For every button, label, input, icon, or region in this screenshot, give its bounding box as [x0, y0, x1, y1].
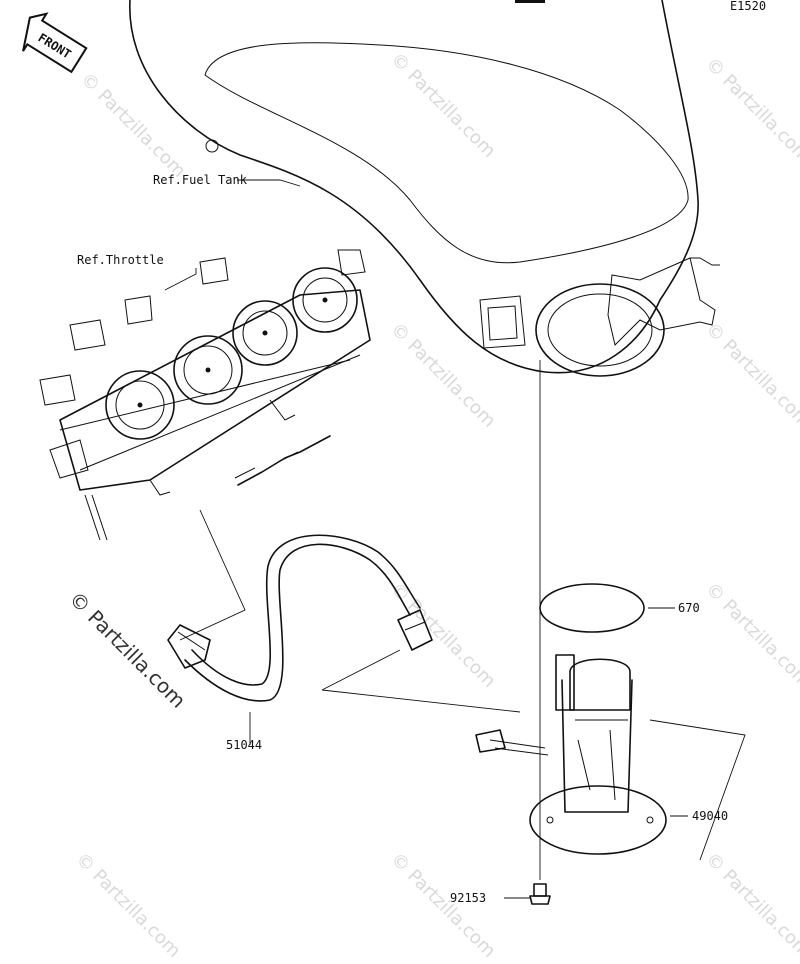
watermark: © Partzilla.com [701, 319, 800, 432]
label-hose: 51044 [226, 738, 262, 752]
watermark: © Partzilla.com [701, 579, 800, 692]
figure-code: E1520 [730, 0, 766, 13]
fuel-pump [475, 654, 667, 855]
watermark: © Partzilla.com [76, 69, 189, 182]
label-gasket: 670 [678, 601, 700, 615]
front-arrow-icon: FRONT [22, 12, 88, 74]
bolt [529, 883, 551, 905]
fuel-tank [129, 0, 720, 377]
watermark: © Partzilla.com [386, 49, 499, 162]
leader-lines [164, 179, 746, 899]
throttle-body [39, 249, 371, 541]
label-throttle: Ref.Throttle [77, 253, 164, 267]
watermark: © Partzilla.com [386, 579, 499, 692]
watermark: © Partzilla.com [71, 849, 184, 962]
pump-gasket [539, 583, 645, 633]
label-pump: 49040 [692, 809, 728, 823]
watermark: © Partzilla.com [701, 54, 800, 167]
watermark: © Partzilla.com [386, 849, 499, 962]
watermark: © Partzilla.com [701, 849, 800, 962]
label-bolt: 92153 [450, 891, 486, 905]
label-fuel-tank: Ref.Fuel Tank [153, 173, 248, 187]
watermark-main: © Partzilla.com [64, 587, 190, 713]
fuel-hose [167, 534, 433, 702]
